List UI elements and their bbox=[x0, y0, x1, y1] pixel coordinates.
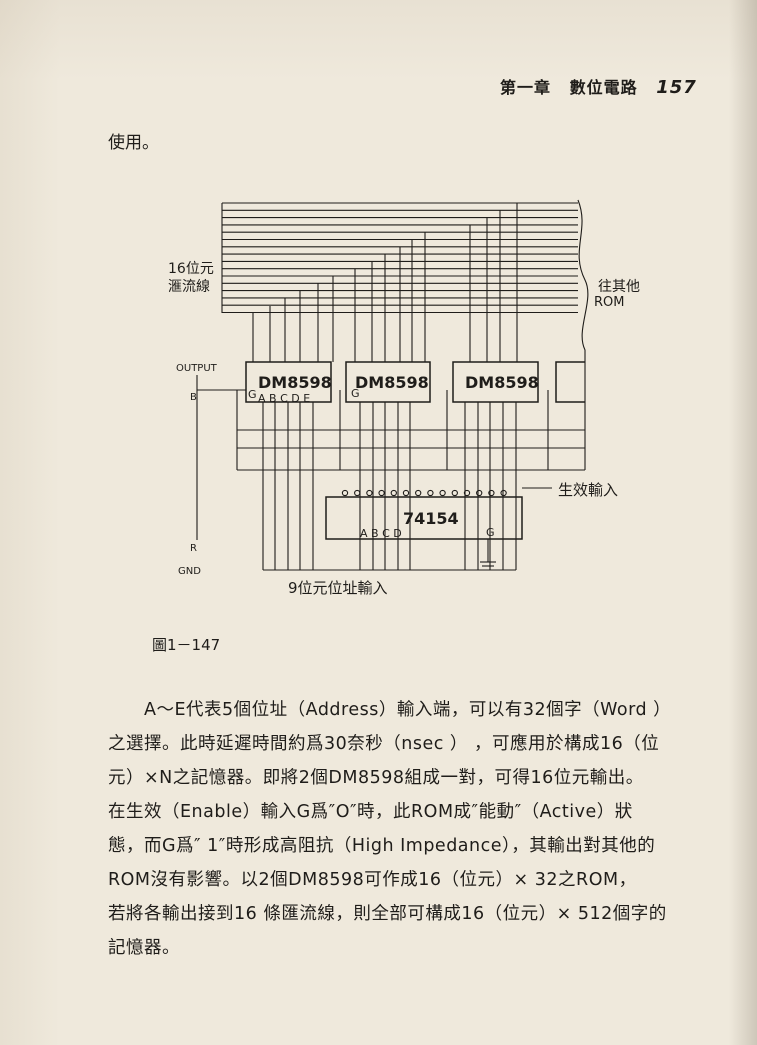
decoder-output-bubble bbox=[427, 489, 434, 497]
decoder-inputs: A B C D bbox=[360, 527, 402, 540]
chip-2-g-pin: G bbox=[351, 387, 360, 400]
other-rom-line1: 往其他 bbox=[598, 279, 640, 295]
decoder-output-bubble bbox=[354, 489, 361, 497]
body-line-8: 記憶器。 bbox=[108, 938, 180, 958]
decoder-output-bubble bbox=[476, 489, 483, 497]
bus-break-edge bbox=[577, 199, 589, 470]
body-line-7: 若將各輸出接到16 條匯流線，則全部可構成16（位元）× 512個字的 bbox=[108, 904, 667, 924]
body-paragraph: A～E代表5個位址（Address）輸入端，可以有32個字（Word ） 之選擇… bbox=[108, 693, 708, 965]
decoder-output-bubble bbox=[500, 489, 507, 497]
body-line-3: 元）×N之記憶器。即將2個DM8598組成一對，可得16位元輸出。 bbox=[108, 768, 644, 788]
bus-label-line1: 16位元 bbox=[168, 261, 214, 277]
chip-3-body bbox=[452, 361, 539, 403]
enable-input-label: 生效輸入 bbox=[558, 481, 618, 499]
decoder-body bbox=[325, 496, 523, 540]
decoder-output-bubble bbox=[390, 489, 397, 497]
decoder-output-bubble bbox=[463, 489, 471, 497]
page-header: 第一章 數位電路 157 bbox=[500, 74, 697, 98]
body-line-2: 之選擇。此時延遲時間約爲30奈秒（nsec ） ，可應用於構成16（位 bbox=[108, 734, 660, 754]
intro-text: 使用。 bbox=[108, 133, 159, 153]
body-line-6: ROM沒有影響。以2個DM8598可作成16（位元）× 32之ROM， bbox=[108, 870, 637, 890]
decoder-output-bubble bbox=[451, 489, 458, 497]
decoder-g-pin: G bbox=[486, 526, 495, 539]
address-input-label: 9位元位址輸入 bbox=[288, 579, 388, 597]
r-label: R bbox=[190, 543, 197, 554]
decoder-output-bubble bbox=[378, 489, 385, 497]
bus-label-line2: 滙流線 bbox=[168, 279, 210, 295]
gnd-label: GND bbox=[178, 566, 201, 577]
body-line-1: A～E代表5個位址（Address）輸入端，可以有32個字（Word ） bbox=[144, 700, 672, 720]
chip-1-label: DM8598 bbox=[258, 373, 332, 392]
decoder-label: 74154 bbox=[403, 509, 459, 528]
chapter-label: 第一章 bbox=[500, 78, 552, 97]
body-line-5: 態，而G爲″ 1″時形成高阻抗（High Impedance），其輸出對其他的 bbox=[108, 836, 656, 856]
b-label: B bbox=[190, 392, 197, 403]
chip-3-label: DM8598 bbox=[465, 373, 539, 392]
decoder-output-bubble bbox=[366, 489, 373, 497]
chip-2-body bbox=[345, 361, 431, 403]
figure-caption: 圖1－147 bbox=[152, 636, 221, 654]
chip-1-g-pin: G bbox=[248, 388, 257, 401]
page-number: 157 bbox=[656, 77, 697, 98]
output-label: OUTPUT bbox=[176, 363, 218, 374]
decoder-output-bubble bbox=[341, 489, 349, 497]
chip-4-partial bbox=[555, 361, 585, 403]
body-line-4: 在生效（Enable）輸入G爲″O″時，此ROM成″能動″（Active）狀 bbox=[108, 802, 633, 822]
other-rom-line2: ROM bbox=[594, 295, 624, 310]
subject-label: 數位電路 bbox=[569, 78, 638, 97]
chip-1-body bbox=[245, 361, 332, 403]
chip-2-label: DM8598 bbox=[355, 373, 429, 392]
decoder-output-bubble bbox=[415, 489, 422, 497]
decoder-output-bubble bbox=[439, 489, 446, 497]
decoder-output-bubble bbox=[488, 489, 495, 497]
chip-1-address-pins: A B C D E bbox=[258, 392, 310, 405]
decoder-output-bubble bbox=[402, 489, 410, 497]
